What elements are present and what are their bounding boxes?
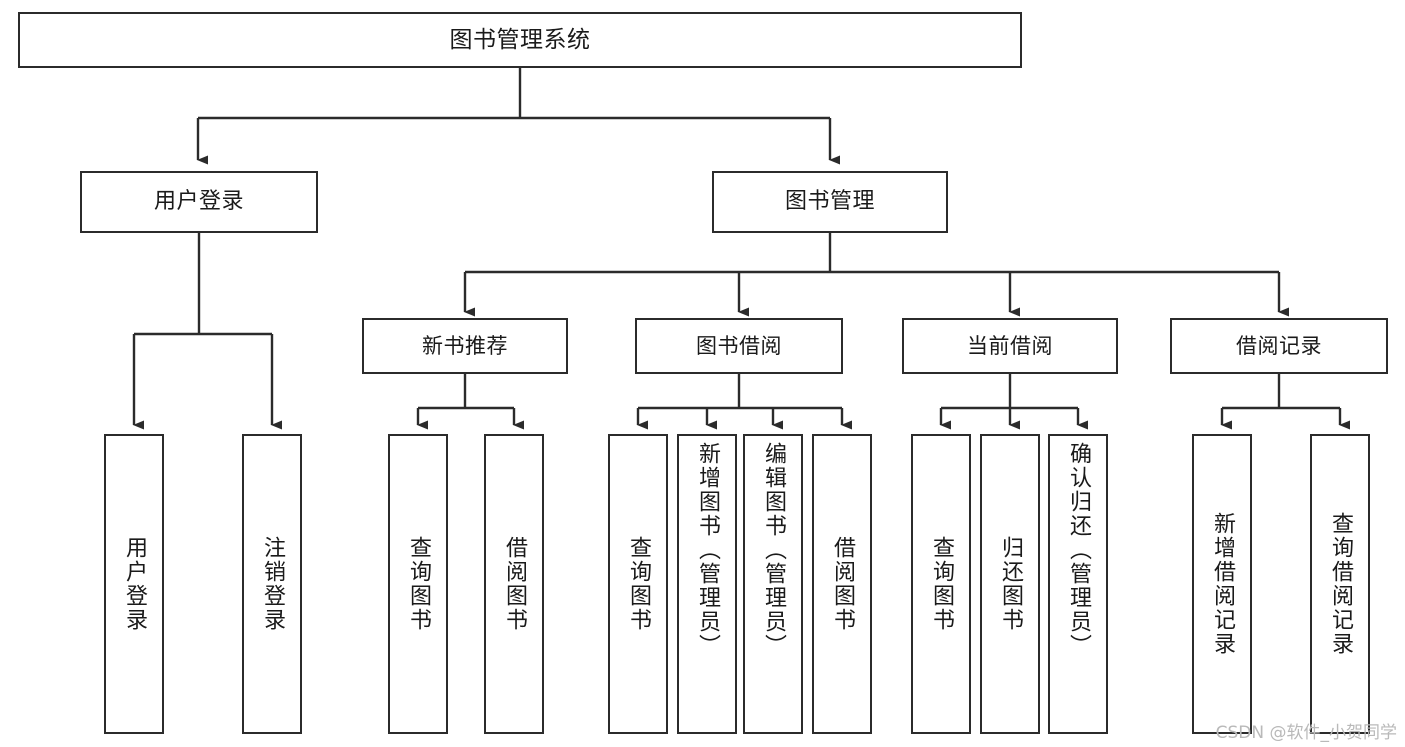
leaf-query-book-recommendation[interactable]: 查询图书 xyxy=(388,434,448,734)
node-label: 查询图书 xyxy=(928,536,954,632)
node-label: 归还图书 xyxy=(997,536,1023,632)
node-label: 查询图书 xyxy=(625,536,651,632)
leaf-borrow-book[interactable]: 借阅图书 xyxy=(812,434,872,734)
node-label: 借阅记录 xyxy=(1236,333,1322,358)
node-book-management[interactable]: 图书管理 xyxy=(712,171,948,233)
node-label: 注销登录 xyxy=(259,536,285,632)
leaf-return-book[interactable]: 归还图书 xyxy=(980,434,1040,734)
node-label: 新增借阅记录 xyxy=(1209,512,1235,656)
node-label: 图书借阅 xyxy=(696,333,782,358)
node-book-borrowing[interactable]: 图书借阅 xyxy=(635,318,843,374)
leaf-borrow-book-recommendation[interactable]: 借阅图书 xyxy=(484,434,544,734)
node-label: 借阅图书 xyxy=(829,536,855,632)
node-label: 新书推荐 xyxy=(422,333,508,358)
node-label: 新增图书（管理员） xyxy=(694,442,720,658)
leaf-query-book-borrowing[interactable]: 查询图书 xyxy=(608,434,668,734)
node-label: 当前借阅 xyxy=(967,333,1053,358)
node-borrowing-record[interactable]: 借阅记录 xyxy=(1170,318,1388,374)
node-label: 图书管理 xyxy=(784,189,875,215)
leaf-confirm-return-admin[interactable]: 确认归还（管理员） xyxy=(1048,434,1108,734)
node-label: 用户登录 xyxy=(121,536,147,632)
leaf-add-borrowing-record[interactable]: 新增借阅记录 xyxy=(1192,434,1252,734)
node-label: 用户登录 xyxy=(153,189,244,215)
leaf-user-login[interactable]: 用户登录 xyxy=(104,434,164,734)
node-root-book-management-system[interactable]: 图书管理系统 xyxy=(18,12,1022,68)
node-label: 编辑图书（管理员） xyxy=(760,442,786,658)
leaf-logout[interactable]: 注销登录 xyxy=(242,434,302,734)
leaf-edit-book-admin[interactable]: 编辑图书（管理员） xyxy=(743,434,803,734)
leaf-add-book-admin[interactable]: 新增图书（管理员） xyxy=(677,434,737,734)
node-current-borrowing[interactable]: 当前借阅 xyxy=(902,318,1118,374)
watermark: CSDN @软件_小贺同学 xyxy=(1215,723,1397,743)
node-label: 查询图书 xyxy=(405,536,431,632)
leaf-query-borrowing-record[interactable]: 查询借阅记录 xyxy=(1310,434,1370,734)
node-label: 借阅图书 xyxy=(501,536,527,632)
node-user-login[interactable]: 用户登录 xyxy=(80,171,318,233)
leaf-query-book-current[interactable]: 查询图书 xyxy=(911,434,971,734)
node-label: 确认归还（管理员） xyxy=(1065,442,1091,658)
node-label: 查询借阅记录 xyxy=(1327,512,1353,656)
node-label: 图书管理系统 xyxy=(449,26,591,53)
node-new-book-recommendation[interactable]: 新书推荐 xyxy=(362,318,568,374)
